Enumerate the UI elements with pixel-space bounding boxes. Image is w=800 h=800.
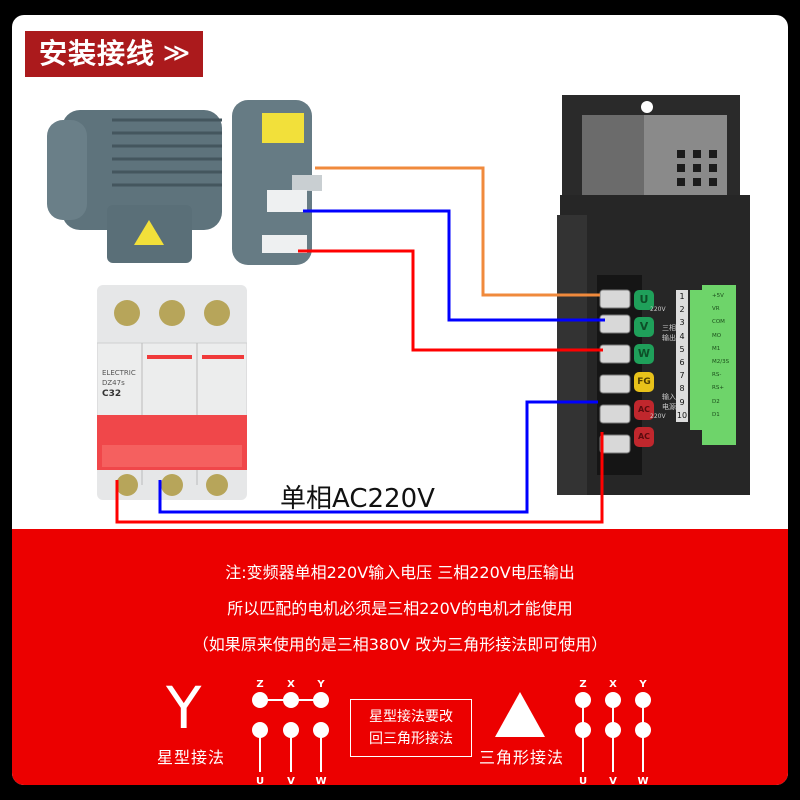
signal-number: 5: [679, 344, 685, 354]
signal-label: D1: [712, 411, 720, 418]
hint-line-2: 回三角形接法: [369, 731, 453, 747]
output-voltage-label: 220V: [650, 306, 666, 313]
terminal-w: W: [315, 776, 327, 785]
terminal-dot: [575, 692, 591, 708]
signal-number: 8: [679, 384, 685, 394]
terminal-dot: [605, 692, 621, 708]
signal-number: 9: [679, 397, 685, 407]
terminal-dot: [313, 722, 329, 738]
terminal-dot: [313, 692, 329, 708]
input-voltage-label: 220V: [650, 413, 666, 420]
terminal-v: V: [609, 776, 617, 785]
svg-text:ELECTRIC: ELECTRIC: [102, 369, 136, 377]
terminal-dot: [575, 722, 591, 738]
terminal-ac-1: AC: [634, 400, 654, 420]
supply-voltage-label: 单相AC220V: [280, 484, 435, 514]
signal-label: MO: [712, 332, 722, 339]
signal-number: 2: [679, 305, 685, 315]
signal-number: 4: [679, 331, 685, 341]
terminal-dot: [283, 722, 299, 738]
lead-line: [290, 734, 292, 772]
lead-line: [612, 704, 614, 772]
terminal-y: Y: [317, 679, 325, 690]
lead-line: [320, 734, 322, 772]
signal-number: 3: [679, 318, 685, 328]
output-label: 输出: [662, 334, 676, 342]
signal-label: VR: [712, 306, 720, 313]
signal-label: RS+: [712, 385, 724, 392]
lead-line: [582, 704, 584, 772]
conversion-hint-box: 星型接法要改 回三角形接法: [350, 699, 472, 757]
signal-label: M1: [712, 345, 721, 352]
terminal-x: X: [609, 679, 617, 690]
input-label: 输入: [662, 393, 676, 401]
output-phase-label: 三相: [662, 324, 676, 332]
section-title-badge: 安装接线 ≫: [25, 31, 204, 77]
terminal-dot: [252, 722, 268, 738]
terminal-v: V: [634, 317, 654, 337]
terminal-dot: [252, 692, 268, 708]
terminal-v: V: [287, 776, 295, 785]
lead-line: [259, 734, 261, 772]
signal-number: 10: [676, 410, 688, 420]
terminal-u: U: [255, 776, 265, 785]
double-chevron-down-icon: ≫: [162, 41, 192, 66]
signal-label: COM: [712, 319, 725, 326]
signal-number: 1: [679, 292, 685, 301]
note-line-3: （如果原来使用的是三相380V 改为三角形接法即可使用）: [192, 635, 608, 654]
lead-line: [642, 704, 644, 772]
delta-symbol-icon: [495, 692, 545, 737]
wiring-guide-card: 安装接线 ≫ ELECTRIC DZ47s C32: [12, 15, 788, 785]
terminal-u: U: [578, 776, 588, 785]
inverter-controller-image: [557, 95, 750, 495]
star-symbol: Y: [166, 674, 202, 742]
terminal-dot: [605, 722, 621, 738]
terminal-dot: [635, 722, 651, 738]
terminal-z: Z: [579, 679, 587, 690]
terminal-dot: [635, 692, 651, 708]
gear-motor-image: [47, 100, 322, 265]
note-line-1: 注:变频器单相220V输入电压 三相220V电压输出: [225, 563, 575, 582]
signal-label: RS-: [712, 372, 722, 379]
terminal-x: X: [287, 679, 295, 690]
signal-label: +5V: [712, 293, 724, 299]
section-title: 安装接线: [39, 37, 156, 70]
signal-terminal-block: +5V VR COM MO M1 M2/3S RS- RS+ D2 D1: [690, 290, 730, 430]
hint-line-1: 星型接法要改: [369, 709, 453, 725]
info-panel: 注:变频器单相220V输入电压 三相220V电压输出 所以匹配的电机必须是三相2…: [12, 529, 788, 785]
terminal-y: Y: [639, 679, 647, 690]
signal-number: 7: [679, 371, 685, 381]
delta-caption: 三角形接法: [479, 748, 565, 767]
input-power-label: 电源: [662, 403, 676, 411]
terminal-w: W: [634, 344, 654, 364]
svg-text:DZ47s: DZ47s: [102, 379, 125, 387]
signal-label: M2/3S: [712, 359, 730, 366]
terminal-u: U: [634, 290, 654, 310]
signal-terminal-numbers: 1 2 3 4 5 6 7 8 9 10: [676, 290, 688, 423]
terminal-w: W: [637, 776, 649, 785]
circuit-breaker-image: ELECTRIC DZ47s C32: [97, 285, 247, 500]
star-caption: 星型接法: [157, 748, 226, 767]
terminal-dot: [283, 692, 299, 708]
signal-number: 6: [679, 358, 685, 368]
terminal-ac-2: AC: [634, 427, 654, 447]
note-line-2: 所以匹配的电机必须是三相220V的电机才能使用: [227, 599, 573, 618]
terminal-fg: FG: [634, 372, 654, 392]
svg-text:C32: C32: [102, 389, 121, 399]
signal-label: D2: [712, 398, 720, 405]
terminal-z: Z: [256, 679, 264, 690]
